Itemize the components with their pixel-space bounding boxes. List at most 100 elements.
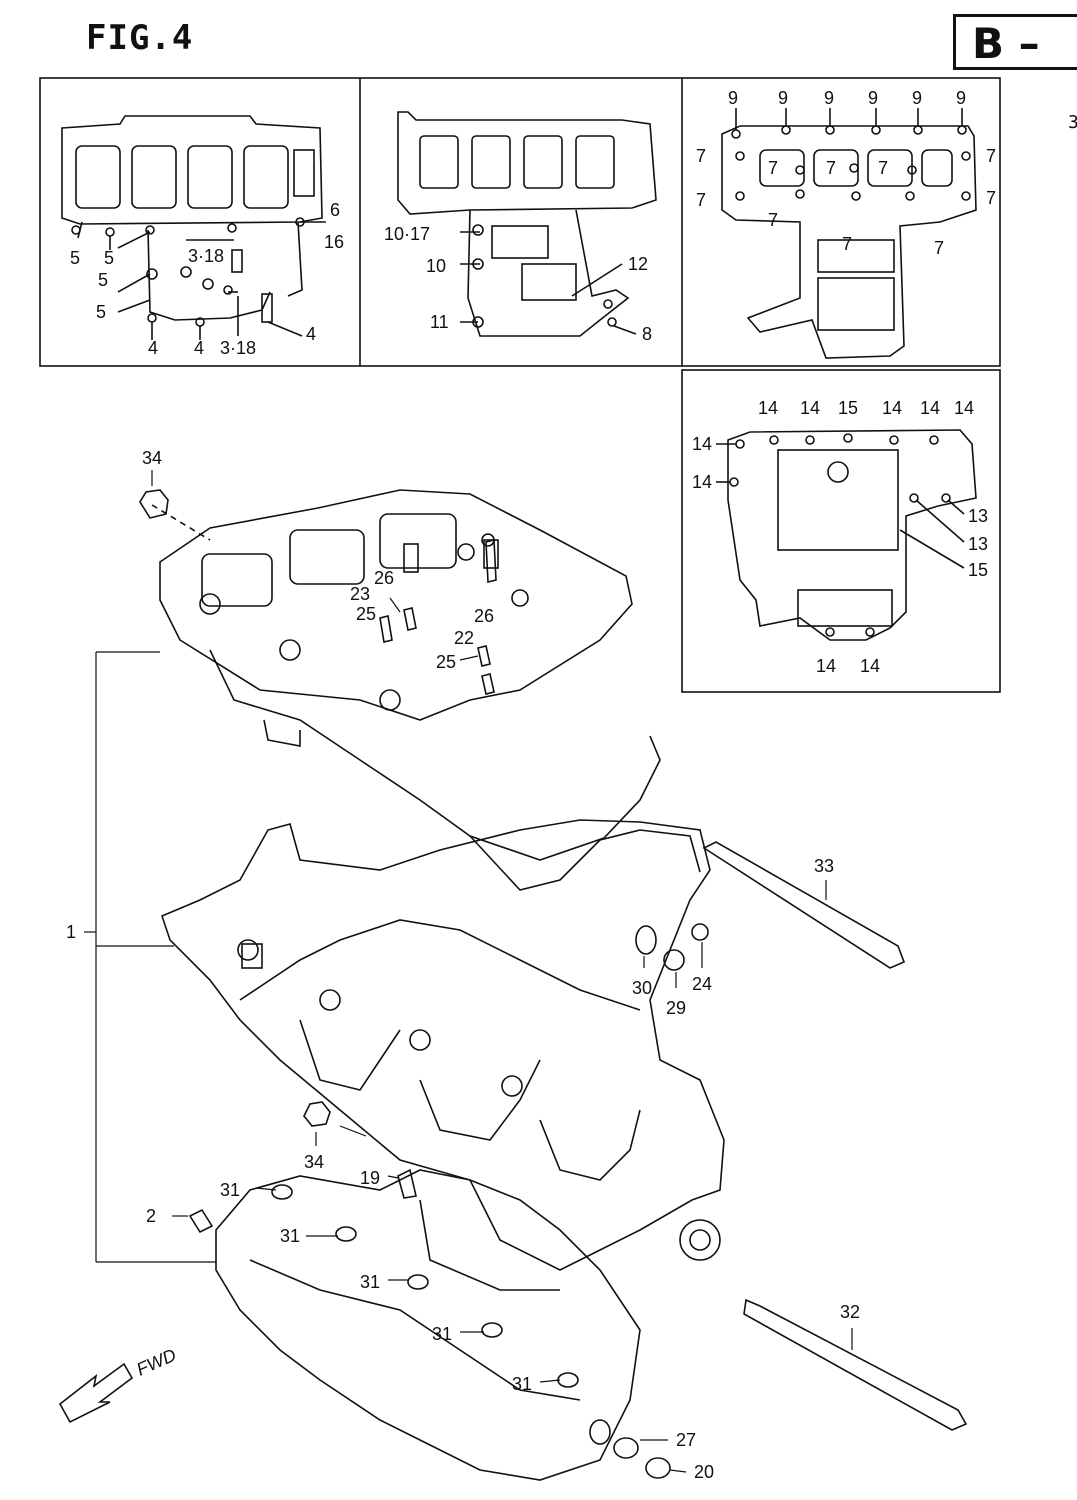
part-30-washer: [635, 925, 657, 955]
callout: 15: [968, 560, 988, 580]
callout: 22: [454, 628, 474, 648]
callout: 9: [778, 88, 788, 108]
inset-top-middle-labels: 10·17 10 11 12 8: [384, 224, 652, 344]
inset-frame-top: [39, 77, 1001, 367]
callout: 9: [912, 88, 922, 108]
callout: 1: [66, 922, 76, 942]
callout: 32: [840, 1302, 860, 1322]
callout: 4: [306, 324, 316, 344]
callout: 14: [860, 656, 880, 676]
part-29-plug: [663, 949, 685, 971]
callout: 5: [70, 248, 80, 268]
callout: 27: [676, 1430, 696, 1450]
inset-top-right-drawing: [721, 108, 977, 359]
callout: 7: [768, 158, 778, 178]
callout: 2: [146, 1206, 156, 1226]
part-27-oring: [613, 1437, 639, 1459]
callout: 11: [430, 312, 449, 332]
part-24-bolt: [691, 923, 709, 941]
callout: 14: [758, 398, 778, 418]
callout: 14: [692, 472, 712, 492]
callout: 14: [692, 434, 712, 454]
callout: 14: [920, 398, 940, 418]
callout: 9: [956, 88, 966, 108]
callout: 14: [800, 398, 820, 418]
callout: 7: [842, 234, 852, 254]
fwd-label: FWD: [133, 1345, 179, 1380]
callout: 31: [432, 1324, 452, 1344]
lower-crankcase-drawing: [161, 819, 725, 1271]
callout: 25: [356, 604, 376, 624]
callout: 23: [350, 584, 370, 604]
callout: 10·17: [384, 224, 430, 244]
callout: 34: [304, 1152, 324, 1172]
callout: 13: [968, 534, 988, 554]
callout: 7: [826, 158, 836, 178]
callout: 7: [696, 190, 706, 210]
callout: 15: [838, 398, 858, 418]
callout: 6: [330, 200, 340, 220]
callout: 25: [436, 652, 456, 672]
callout: 9: [868, 88, 878, 108]
section-badge: B –: [953, 14, 1077, 70]
leader-lines: [84, 470, 853, 1473]
part-20-plug: [645, 1457, 671, 1479]
callout: 20: [694, 1462, 714, 1482]
part-34-lower: [303, 1101, 331, 1127]
callout: 8: [642, 324, 652, 344]
callout: 7: [986, 146, 996, 166]
inset-middle-right-labels: 14 14 15 14 14 14 14 14 13 13 15 14 14: [692, 398, 988, 676]
callout: 16: [324, 232, 344, 252]
callout: 3·18: [188, 246, 224, 266]
inset-top-right-labels: 9 9 9 9 9 9 7 7 7 7 7 7 7 7 7 7 7: [696, 88, 996, 258]
figure-title: FIG.4: [86, 18, 194, 58]
callout: 29: [666, 998, 686, 1018]
callout: 9: [728, 88, 738, 108]
callout: 12: [628, 254, 648, 274]
part-34-upper: [139, 489, 169, 519]
section-badge-label: B –: [972, 19, 1040, 68]
callout: 31: [280, 1226, 300, 1246]
callout: 24: [692, 974, 712, 994]
callout: 19: [360, 1168, 380, 1188]
part-33-long-bolt: [702, 841, 906, 969]
inset-top-left-drawing: [61, 115, 326, 340]
callout: 10: [426, 256, 446, 276]
callout: 33: [814, 856, 834, 876]
callout: 26: [474, 606, 494, 626]
inset-middle-right-drawing: [716, 429, 977, 641]
part-2-dowel: [188, 1208, 214, 1234]
part-32-long-bolt: [743, 1298, 968, 1431]
callout: 7: [696, 146, 706, 166]
callout: 31: [220, 1180, 240, 1200]
inset-top-left-labels: 5 5 5 5 6 16 3·18 3·18 4 4 4 5: [70, 200, 344, 358]
callout: 7: [768, 210, 778, 230]
callout: 34: [142, 448, 162, 468]
inset-frame-middle-right: [681, 369, 1001, 693]
callout: 7: [934, 238, 944, 258]
callout: 14: [882, 398, 902, 418]
inset-top-middle-drawing: [397, 111, 657, 337]
callout: 14: [816, 656, 836, 676]
callout: 26: [374, 568, 394, 588]
edge-mark: 3: [1068, 112, 1077, 133]
callout: 30: [632, 978, 652, 998]
callout: 9: [824, 88, 834, 108]
callout: 14: [954, 398, 974, 418]
callout: 13: [968, 506, 988, 526]
callout: 5: [98, 270, 108, 290]
part-27-plug: [589, 1419, 611, 1445]
fwd-arrow-icon: [58, 1362, 134, 1424]
callout: 31: [360, 1272, 380, 1292]
callout: 7: [986, 188, 996, 208]
callout: 7: [878, 158, 888, 178]
oil-pan-drawing: [215, 1169, 641, 1481]
callout: 4: [148, 338, 158, 358]
callout: 3·18: [220, 338, 256, 358]
callout: 31: [512, 1374, 532, 1394]
main-callout-labels: 34 26 23 25 26 22 25 33 1 30 29 24 34 19…: [66, 448, 860, 1482]
part-19-bolt: [397, 1168, 417, 1199]
callout: 4: [194, 338, 204, 358]
callout: 5: [96, 302, 106, 322]
